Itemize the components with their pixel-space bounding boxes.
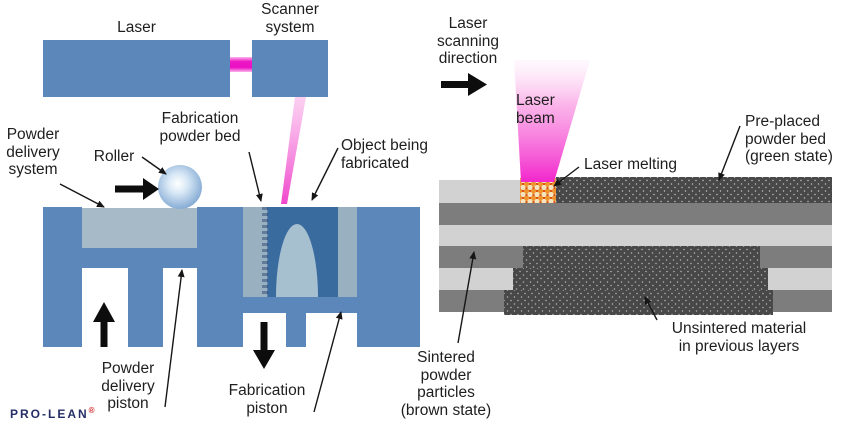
laser-beam-diagonal	[281, 97, 306, 204]
machine-right-wall	[357, 207, 420, 347]
unsintered-material-row-1	[523, 246, 760, 268]
pre-placed-powder-bed-label: Pre-placed powder bed (green state)	[745, 113, 833, 165]
pre-placed-powder-bed-particles	[556, 177, 832, 203]
fabrication-piston-label: Fabrication piston	[228, 382, 306, 417]
fabrication-bed-powder-texture	[262, 207, 268, 297]
object-being-fabricated-arrow	[311, 147, 339, 201]
laser-scanning-direction-arrow-icon	[441, 73, 487, 96]
pre-placed-powder-bed-arrow	[718, 125, 741, 181]
laser-melting-label: Laser melting	[584, 156, 678, 173]
machine-left-wall	[43, 207, 82, 347]
powder-delivery-system-arrow	[59, 183, 105, 208]
powder-delivery-piston-stem	[128, 268, 163, 347]
fabrication-piston-down-arrow-icon	[253, 322, 275, 369]
powder-delivery-piston-label: Powder delivery piston	[101, 360, 155, 412]
powder-delivery-piston-arrow	[164, 269, 185, 408]
pro-lean-logo: PRO-LEAN®	[10, 406, 95, 421]
scanner-system-box	[252, 40, 328, 97]
registered-trademark-icon: ®	[88, 406, 95, 415]
sintered-powder-particles-label: Sintered powder particles (brown state)	[400, 349, 492, 419]
roller-direction-arrow-icon	[115, 178, 159, 200]
powder-delivery-bed	[82, 208, 197, 248]
unsintered-material-row-3	[504, 290, 773, 315]
roller-sphere	[158, 165, 202, 209]
machine-middle-wall	[197, 207, 243, 347]
object-being-fabricated-label: Object being fabricated	[341, 137, 429, 172]
layer-3-light	[439, 225, 832, 246]
powder-piston-up-arrow-icon	[93, 302, 115, 347]
fabrication-powder-bed-arrow	[248, 151, 263, 202]
fabrication-bed-right-column	[338, 207, 357, 297]
pro-lean-logo-text: PRO-LEAN	[10, 407, 89, 421]
unsintered-material-label: Unsintered material in previous layers	[671, 320, 807, 355]
fabrication-piston-stem	[286, 313, 306, 347]
powder-delivery-piston-platform	[82, 248, 197, 268]
laser-beam-label: Laser beam	[516, 92, 555, 127]
laser-beam-horizontal	[230, 57, 252, 72]
unsintered-material-row-2	[513, 268, 768, 290]
laser-unit-box	[43, 40, 230, 97]
laser-melting-zone	[520, 178, 556, 203]
roller-label: Roller	[93, 148, 135, 165]
fabrication-piston-platform	[243, 297, 357, 313]
fabrication-piston-arrow	[313, 311, 343, 413]
laser-label: Laser	[117, 19, 156, 36]
layer-2-sintered-dark	[439, 203, 832, 225]
fabrication-powder-bed-label: Fabrication powder bed	[159, 110, 241, 145]
laser-scanning-direction-label: Laser scanning direction	[436, 15, 500, 67]
scanner-system-label: Scanner system	[261, 1, 319, 36]
roller-arrow	[141, 156, 167, 175]
powder-delivery-system-label: Powder delivery system	[6, 126, 60, 178]
